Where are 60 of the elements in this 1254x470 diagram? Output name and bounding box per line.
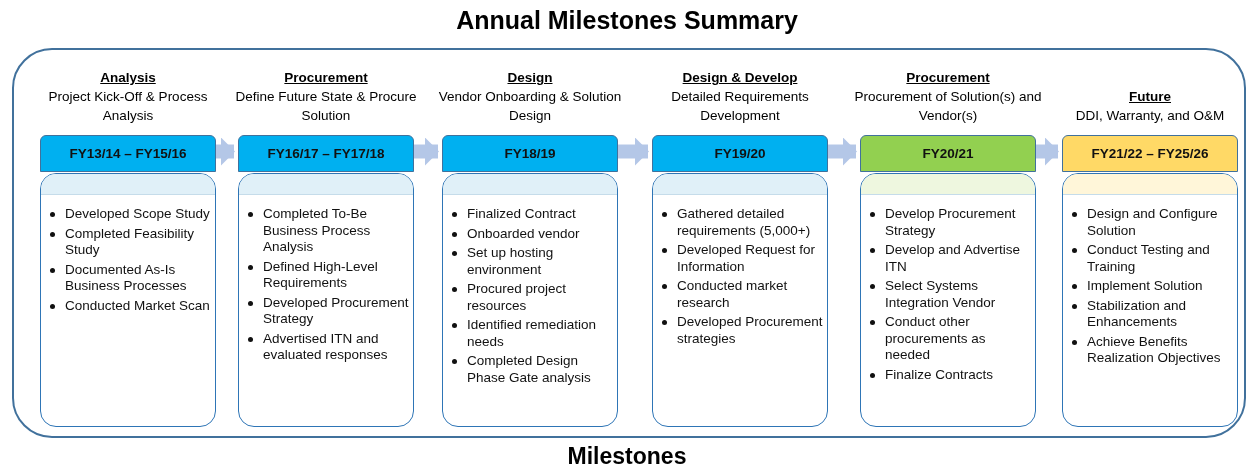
chevron-arrow [828,137,857,166]
milestone-card [652,173,828,427]
phase-heading: Future [1128,88,1172,106]
phase-description: Define Future State & Procure Solution [234,88,418,125]
year-tab: FY13/14 – FY15/16 [40,135,216,172]
milestone-item: Developed Procurement Strategy [263,294,409,326]
milestone-item: Achieve Benefits Realization Objectives [1087,333,1221,365]
milestone-card [442,173,618,427]
frame-title: Milestones [566,443,688,470]
phase-description: Detailed Requirements Development [670,88,810,125]
milestone-item: Advertised ITN and evaluated responses [263,330,388,362]
milestone-item: Develop Procurement Strategy [885,206,1016,238]
phase-description: Procurement of Solution(s) and Vendor(s) [853,88,1043,125]
phase-heading: Design [506,69,554,87]
milestone-item: Developed Request for Information [677,242,816,274]
milestone-item: Developed Scope Study [65,206,210,221]
milestone-item: Onboarded vendor [467,225,580,241]
chevron-arrow [1036,137,1059,166]
chevron-arrow [414,137,439,166]
milestone-item: Design and Configure Solution [1087,206,1218,238]
milestone-item: Finalized Contract [467,206,576,221]
year-tab: FY21/22 – FY25/26 [1062,135,1238,172]
milestone-item: Conduct other procurements as needed [885,314,986,362]
year-tab: FY20/21 [860,135,1036,172]
phase-heading: Design & Develop [681,69,799,87]
milestones-frame [12,48,1246,438]
milestone-item: Implement Solution [1087,278,1203,293]
phase-description: Vendor Onboarding & Solution Design [437,88,623,125]
milestone-item: Documented As-Is Business Processes [65,261,187,293]
milestone-card [1062,173,1238,427]
phase-description: DDI, Warranty, and O&M [1074,107,1226,125]
phase-heading: Procurement [905,69,991,87]
milestone-item: Develop and Advertise ITN [885,242,1021,274]
milestone-item: Conducted Market Scan [65,297,210,313]
milestone-item: Completed To-Be Business Process Analysis [263,206,371,254]
milestone-item: Developed Procurement strategies [677,314,823,346]
milestone-item: Select Systems Integration Vendor [885,278,996,310]
chevron-arrow [618,137,649,166]
milestone-card [40,173,216,427]
phase-heading: Analysis [99,69,157,87]
milestone-item: Gathered detailed requirements (5,000+) [677,206,811,238]
milestone-item: Identified remediation needs [467,317,597,349]
milestone-card [860,173,1036,427]
milestone-item: Finalize Contracts [885,366,994,382]
milestone-item: Completed Design Phase Gate analysis [467,353,591,385]
milestone-item: Completed Feasibility Study [65,225,195,257]
year-tab: FY19/20 [652,135,828,172]
phase-heading: Procurement [283,69,369,87]
chevron-arrow [216,137,235,166]
milestone-item: Conducted market research [677,278,788,310]
milestone-item: Stabilization and Enhancements [1087,297,1187,329]
phase-description: Project Kick-Off & Process Analysis [47,88,209,125]
milestone-item: Conduct Testing and Training [1087,242,1210,274]
year-tab: FY16/17 – FY17/18 [238,135,414,172]
milestone-item: Set up hosting environment [467,245,554,277]
milestone-card [238,173,414,427]
milestone-item: Procured project resources [467,281,567,313]
diagram-title: Annual Milestones Summary [455,6,799,35]
year-tab: FY18/19 [442,135,618,172]
milestone-item: Defined High-Level Requirements [263,258,378,290]
